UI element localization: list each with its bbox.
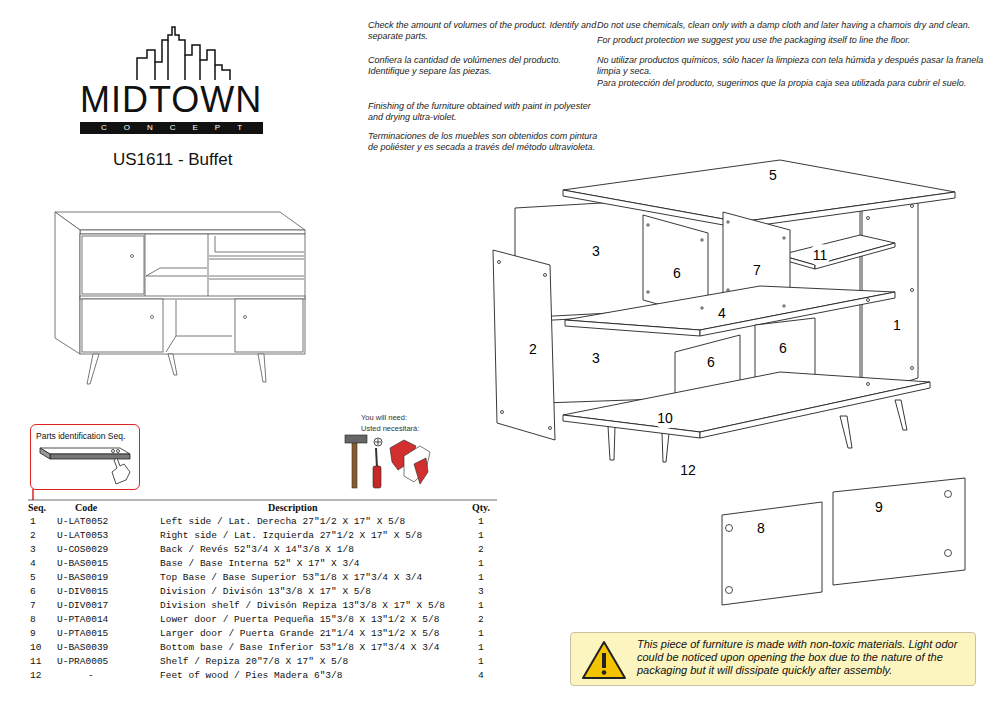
table-cell: 5 <box>30 572 36 584</box>
callout-number: 6 <box>700 351 722 373</box>
table-header: Seq. <box>28 502 46 514</box>
table-header: Code <box>75 502 97 514</box>
table-cell: Feet of wood / Pies Madera 6"3/8 <box>160 670 342 682</box>
table-cell: Left side / Lat. Derecha 27"1/2 X 17" X … <box>160 516 405 528</box>
table-cell: 4 <box>30 558 36 570</box>
table-cell: 2 <box>478 544 484 556</box>
table-header: Description <box>268 502 317 514</box>
table-cell: Larger door / Puerta Grande 21"1/4 X 13"… <box>160 628 439 640</box>
note-text: Do not use chemicals, clean only with a … <box>597 20 997 31</box>
callout-number: 1 <box>886 314 908 336</box>
table-cell: 9 <box>30 628 36 640</box>
table-cell: 1 <box>478 530 484 542</box>
table-cell: Bottom base / Base Inferior 53"1/8 X 17"… <box>160 642 439 654</box>
box-heading: Parts identification Seq. <box>36 431 125 442</box>
table-cell: Division / Divisón 13"3/8 X 17" X 5/8 <box>160 586 371 598</box>
tools-caption: You will need: <box>361 413 407 423</box>
screw-holes <box>498 205 952 594</box>
callout-number: 4 <box>711 302 733 324</box>
table-cell: U-LAT0052 <box>57 516 108 528</box>
title: US1611 - Buffet <box>113 150 232 170</box>
warning-box: This piece of furniture is made with non… <box>570 632 976 686</box>
table-cell: Lower door / Puerta Pequeña 15"3/8 X 13"… <box>160 614 439 626</box>
callout-number: 5 <box>762 164 784 186</box>
callout-number: 2 <box>522 338 544 360</box>
table-cell: 1 <box>478 600 484 612</box>
table-cell: U-COS0029 <box>57 544 108 556</box>
tools-icon <box>345 435 430 488</box>
callout-number: 7 <box>746 259 768 281</box>
table-cell: Right side / Lat. Izquierda 27"1/2 X 17"… <box>160 530 422 542</box>
table-cell: 1 <box>478 642 484 654</box>
logo-subtitle: CONCEPT <box>80 122 263 134</box>
parts-id-drawing <box>40 448 130 484</box>
table-cell: 2 <box>30 530 36 542</box>
callout-number: 9 <box>868 496 890 518</box>
table-cell: 1 <box>478 558 484 570</box>
callout-number: 6 <box>772 337 794 359</box>
table-cell: U-LAT0053 <box>57 530 108 542</box>
table-cell: U-PRA0005 <box>57 656 108 668</box>
logo-name: MIDTOWN <box>80 80 262 120</box>
callout-number: 11 <box>809 244 831 266</box>
table-cell: Top Base / Base Superior 53"1/8 X 17"3/4… <box>160 572 422 584</box>
table-cell: - <box>88 670 94 682</box>
warning-icon <box>581 640 627 680</box>
parts-id-box: Parts identification Seq. <box>30 424 140 490</box>
table-cell: Back / Revés 52"3/4 X 14"3/8 X 1/8 <box>160 544 354 556</box>
table-cell: 1 <box>478 572 484 584</box>
table-cell: 4 <box>478 670 484 682</box>
callout-number: 3 <box>585 240 607 262</box>
note-text: Finishing of the furniture obtained with… <box>368 101 600 123</box>
table-cell: Base / Base Interna 52" X 17" X 3/4 <box>160 558 360 570</box>
exploded-buffet <box>493 160 965 605</box>
logo-bar <box>80 122 263 134</box>
table-header: Qty. <box>472 502 490 514</box>
table-cell: U-BAS0039 <box>57 642 108 654</box>
table-cell: 7 <box>30 600 36 612</box>
table-cell: 12 <box>30 670 41 682</box>
table-cell: U-BAS0019 <box>57 572 108 584</box>
table-cell: 1 <box>478 516 484 528</box>
seq-leader <box>32 489 34 500</box>
table-cell: U-BAS0015 <box>57 558 108 570</box>
note-text: No utilizar productos químicos, sólo hac… <box>597 55 997 77</box>
callout-number: 3 <box>585 347 607 369</box>
table-cell: 11 <box>30 656 41 668</box>
table-cell: U-PTA0015 <box>57 628 108 640</box>
warning-text: This piece of furniture is made with non… <box>637 638 967 677</box>
tools-caption: Usted necesitará: <box>361 424 419 434</box>
table-cell: Division shelf / Divisón Repiza 13"3/8 X… <box>160 600 445 612</box>
note-text: Terminaciones de los muebles son obtenid… <box>368 131 600 153</box>
note-column: Check the amount of volumes of the produ… <box>368 20 600 153</box>
callout-number: 6 <box>666 262 688 284</box>
table-cell: Shelf / Repiza 20"7/8 X 17" X 5/8 <box>160 656 348 668</box>
table-cell: 3 <box>30 544 36 556</box>
table-cell: U-DIV0015 <box>57 586 108 598</box>
table-cell: 6 <box>30 586 36 598</box>
table-cell: 2 <box>478 614 484 626</box>
callout-number: 10 <box>654 407 676 429</box>
table-cell: 8 <box>30 614 36 626</box>
table-cell: 1 <box>478 628 484 640</box>
note-text: Confiera la cantidad de volúmenes del pr… <box>368 55 600 77</box>
callout-number: 8 <box>750 517 772 539</box>
buffet-view <box>55 212 305 384</box>
table-cell: U-DIV0017 <box>57 600 108 612</box>
note-text: Para protección del producto, sugerimos … <box>597 78 997 89</box>
table-cell: 1 <box>478 656 484 668</box>
note-column: Do not use chemicals, clean only with a … <box>597 20 997 89</box>
table-cell: 10 <box>30 642 41 654</box>
table-cell: 1 <box>30 516 36 528</box>
table-cell: U-PTA0014 <box>57 614 108 626</box>
note-text: For product protection we suggest you us… <box>597 35 997 46</box>
table-cell: 3 <box>478 586 484 598</box>
logo-skyline <box>137 27 230 80</box>
note-text: Check the amount of volumes of the produ… <box>368 20 600 42</box>
callout-number: 12 <box>677 459 699 481</box>
table-rule <box>28 500 497 501</box>
